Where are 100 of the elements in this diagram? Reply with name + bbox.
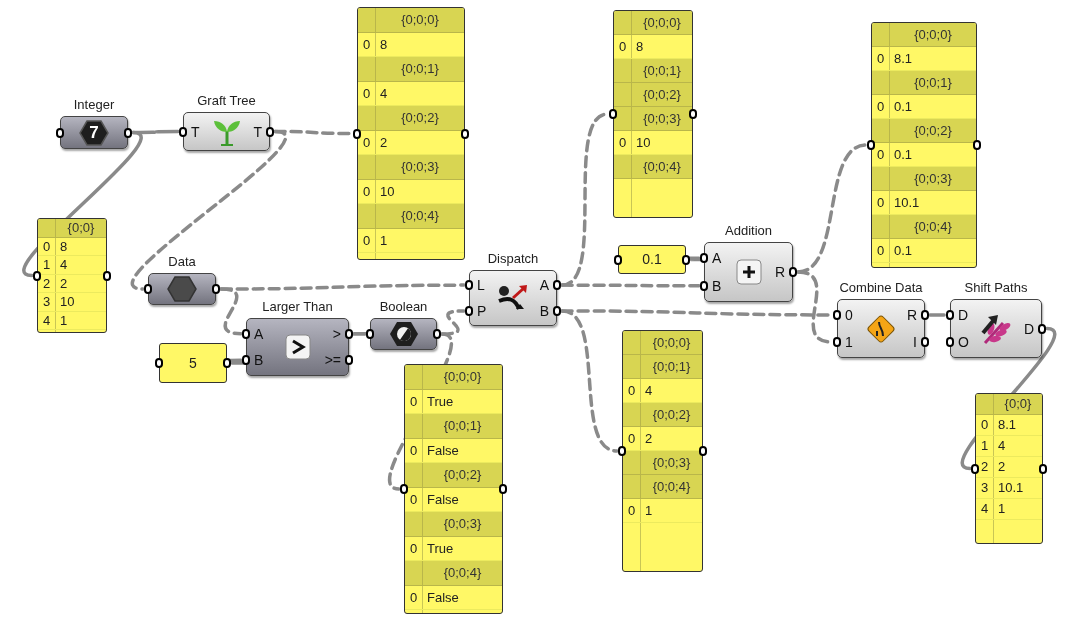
item-value: 1 bbox=[997, 500, 1007, 519]
item-value: 8.1 bbox=[997, 416, 1018, 435]
branch-path: {0;0;2} bbox=[913, 121, 953, 140]
dashed-wire bbox=[560, 283, 701, 288]
port-label: > bbox=[332, 326, 341, 341]
port-label: R bbox=[774, 265, 785, 279]
branch-path: {0;0} bbox=[66, 219, 96, 237]
item-value: 10 bbox=[635, 133, 652, 152]
component-title: Shift Paths bbox=[964, 279, 1028, 297]
item-index: 0 bbox=[872, 95, 890, 118]
item-value: 0.1 bbox=[893, 145, 914, 164]
branch-path: {0;0;2} bbox=[651, 405, 692, 424]
item-value: 2 bbox=[644, 429, 654, 448]
branch-path: {0;0;2} bbox=[400, 109, 440, 127]
item-index: 0 bbox=[38, 237, 56, 255]
port-label: P bbox=[477, 303, 487, 318]
item-index: 0 bbox=[358, 81, 376, 105]
item-value: 8 bbox=[635, 37, 645, 56]
item-value: False bbox=[426, 588, 460, 607]
item-value: 4 bbox=[997, 437, 1007, 456]
item-value: 4 bbox=[379, 84, 389, 103]
dashed-wire bbox=[131, 129, 287, 291]
branch-path: {0;0;0} bbox=[400, 11, 440, 29]
branch-path: {0;0;1} bbox=[400, 60, 440, 78]
component-title: Graft Tree bbox=[197, 92, 256, 110]
item-index: 0 bbox=[623, 499, 641, 522]
branch-path: {0;0;0} bbox=[651, 333, 692, 352]
port-label: T bbox=[191, 124, 200, 139]
item-value: 1 bbox=[644, 501, 654, 520]
branch-path: {0;0;1} bbox=[642, 61, 682, 80]
port-label: D bbox=[958, 307, 969, 322]
port-label: A bbox=[539, 278, 549, 293]
item-value: 10.1 bbox=[997, 479, 1025, 498]
item-index: 0 bbox=[976, 415, 994, 435]
port-label: T bbox=[253, 124, 262, 139]
item-index: 0 bbox=[872, 239, 890, 262]
item-index: 0 bbox=[405, 389, 423, 413]
branch-path: {0;0;4} bbox=[642, 157, 682, 176]
component-title: Boolean bbox=[379, 298, 428, 316]
item-value: True bbox=[426, 392, 455, 411]
port-label: R bbox=[906, 307, 917, 322]
item-value: 2 bbox=[997, 458, 1007, 477]
panel-value: 0.1 bbox=[642, 250, 662, 269]
port-label: B bbox=[254, 353, 264, 368]
item-index: 0 bbox=[358, 32, 376, 56]
item-value: 8.1 bbox=[893, 49, 914, 68]
item-value: 2 bbox=[59, 274, 69, 292]
item-value: 4 bbox=[59, 256, 69, 274]
item-value: False bbox=[426, 490, 460, 509]
item-value: 2 bbox=[379, 133, 389, 152]
item-value: 8 bbox=[379, 35, 389, 54]
component-title: Addition bbox=[725, 222, 772, 240]
component-title: Data bbox=[168, 253, 196, 271]
item-value: 10 bbox=[59, 293, 76, 311]
item-value: 0.1 bbox=[893, 97, 914, 116]
component-title: Combine Data bbox=[839, 279, 923, 297]
branch-path: {0;0;3} bbox=[400, 158, 440, 176]
hexagon-number-icon: 7 bbox=[79, 119, 109, 146]
port-label: A bbox=[254, 326, 264, 341]
branch-path: {0;0;0} bbox=[913, 25, 953, 44]
item-index: 0 bbox=[872, 191, 890, 214]
branch-path: {0;0;4} bbox=[442, 564, 483, 582]
item-index: 3 bbox=[38, 293, 56, 311]
port-label: D bbox=[1023, 321, 1034, 336]
branch-path: {0;0;2} bbox=[442, 466, 483, 484]
branch-path: {0;0;1} bbox=[913, 73, 953, 92]
port-label: O bbox=[958, 335, 969, 350]
branch-path: {0;0;0} bbox=[442, 368, 483, 386]
port-label: L bbox=[477, 278, 485, 293]
item-index: 0 bbox=[405, 536, 423, 560]
item-value: 10 bbox=[379, 182, 396, 201]
item-index: 0 bbox=[614, 131, 632, 154]
port-label: >= bbox=[324, 353, 341, 368]
item-index: 0 bbox=[358, 228, 376, 252]
dashed-wire bbox=[928, 313, 947, 317]
item-index: 0 bbox=[405, 585, 423, 609]
port-label: A bbox=[712, 251, 722, 266]
dashed-wire bbox=[560, 309, 619, 453]
item-index: 0 bbox=[623, 379, 641, 402]
branch-path: {0;0;1} bbox=[442, 417, 483, 435]
dashed-wire bbox=[219, 287, 243, 336]
branch-path: {0;0;3} bbox=[442, 515, 483, 533]
panel-value: 5 bbox=[189, 353, 197, 373]
port-label: 0 bbox=[845, 307, 853, 322]
component-title: Larger Than bbox=[262, 298, 333, 316]
branch-path: {0;0;0} bbox=[642, 13, 682, 32]
branch-path: {0;0;2} bbox=[642, 85, 682, 104]
port-label: B bbox=[539, 303, 549, 318]
branch-path: {0;0;1} bbox=[651, 357, 692, 376]
item-value: 4 bbox=[644, 381, 654, 400]
branch-path: {0;0;3} bbox=[642, 109, 682, 128]
branch-path: {0;0;3} bbox=[651, 453, 692, 472]
item-index: 3 bbox=[976, 478, 994, 498]
item-index: 4 bbox=[38, 311, 56, 329]
component-title: Integer bbox=[73, 96, 115, 114]
branch-path: {0;0;4} bbox=[400, 207, 440, 225]
item-value: 1 bbox=[59, 311, 69, 329]
item-value: 0.1 bbox=[893, 241, 914, 260]
branch-path: {0;0;3} bbox=[913, 169, 953, 188]
item-value: 1 bbox=[379, 231, 389, 250]
